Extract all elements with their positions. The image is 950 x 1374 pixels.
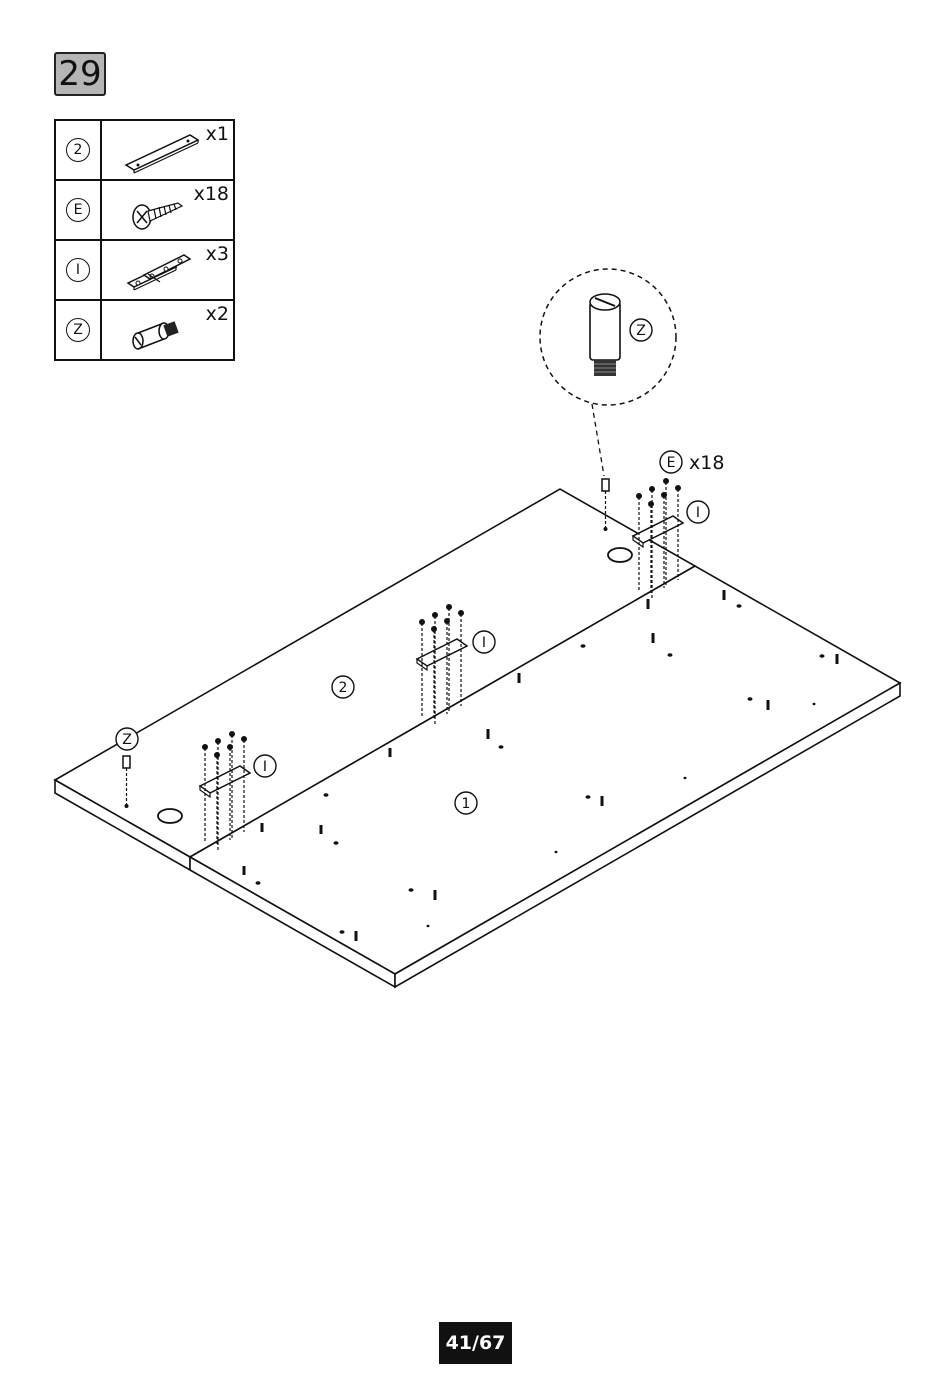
svg-text:I: I: [263, 759, 267, 775]
svg-text:I: I: [482, 635, 486, 651]
panel-2-label: 2: [332, 676, 354, 698]
svg-text:Z: Z: [122, 732, 132, 748]
detail-part-label: Z: [636, 323, 646, 339]
hinge-label-left: I: [254, 755, 276, 777]
stopper-label-left: Z: [116, 728, 138, 750]
hinge-label-middle: I: [473, 631, 495, 653]
svg-text:E: E: [667, 455, 676, 471]
stopper-hole: [608, 548, 632, 562]
page-number: 41/67: [439, 1322, 512, 1364]
hinge-label-right: I: [687, 501, 709, 523]
stopper-hole: [158, 809, 182, 823]
stopper-detail-callout: Z: [540, 269, 676, 476]
svg-text:x18: x18: [689, 452, 724, 474]
screw-quantity-callout: E x18: [660, 451, 724, 474]
svg-text:I: I: [696, 505, 700, 521]
svg-text:2: 2: [339, 680, 348, 696]
svg-text:1: 1: [462, 796, 471, 812]
panel-1-label: 1: [455, 792, 477, 814]
